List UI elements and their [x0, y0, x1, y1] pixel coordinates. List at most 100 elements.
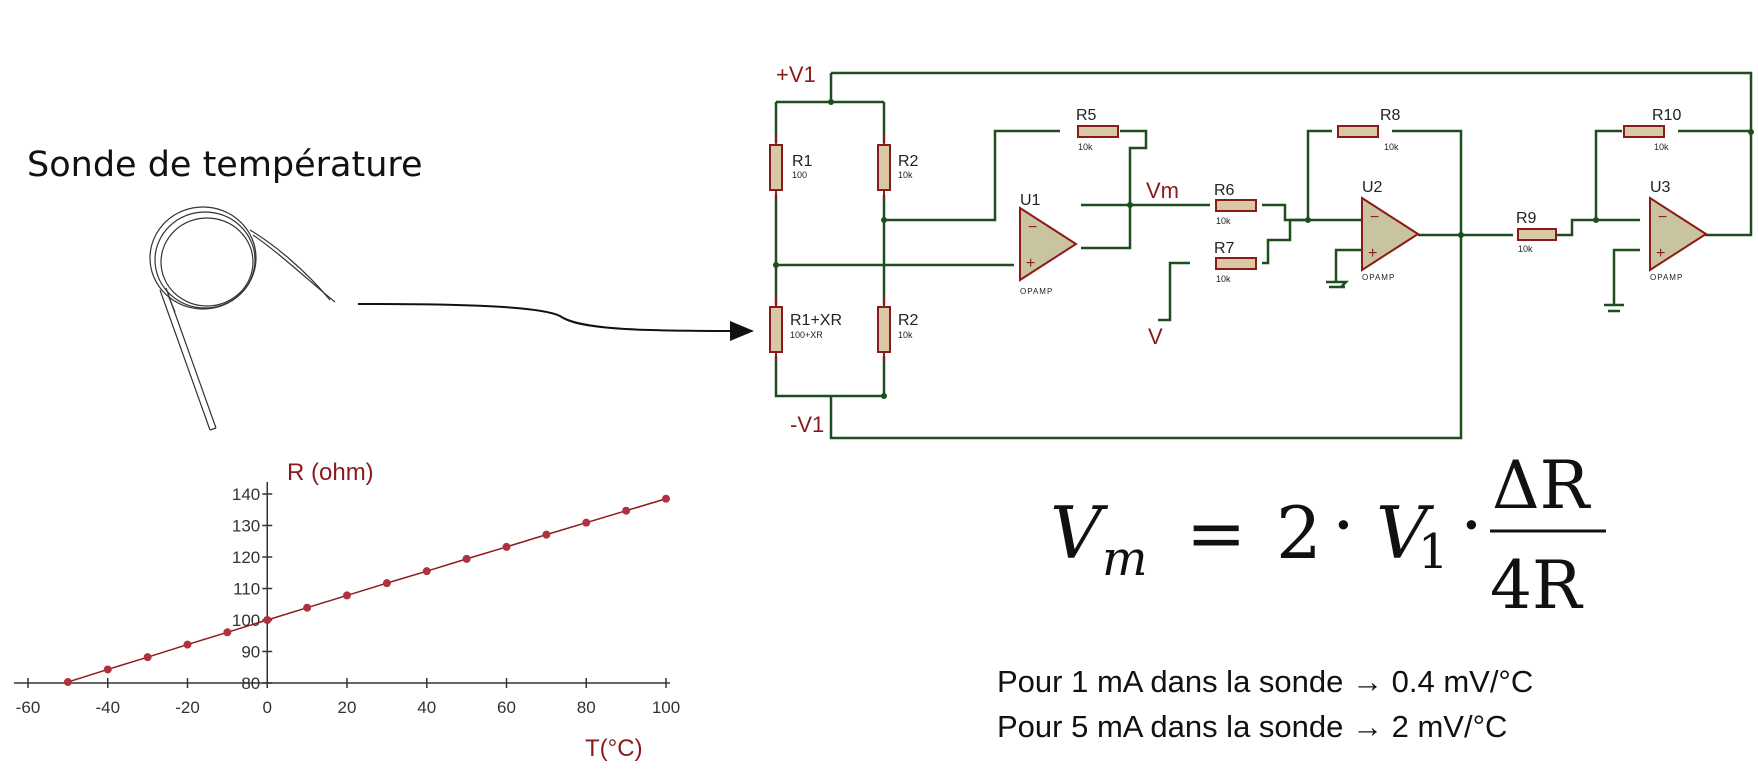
chart-point: [422, 567, 431, 576]
net-label-v: V: [1148, 324, 1163, 349]
formula-v-sub: 1: [1418, 524, 1449, 580]
svg-text:R2: R2: [898, 153, 919, 170]
chart-point: [343, 591, 351, 600]
probe-title: Sonde de température: [27, 145, 423, 185]
svg-text:−: −: [1028, 219, 1037, 236]
formula-equals: =: [1186, 491, 1246, 575]
opamp-u1: − + U1 OPAMP: [1019, 192, 1078, 296]
probe-arrow: [357, 303, 754, 341]
formula-lhs-sub: m: [1102, 531, 1148, 587]
svg-text:−: −: [1370, 209, 1379, 226]
resistor-r2-top: R2 10k: [877, 133, 919, 200]
svg-text:R2: R2: [898, 312, 919, 329]
resistor-r9: R9 10k: [1516, 210, 1557, 254]
svg-text:+: +: [1368, 245, 1377, 262]
svg-text:10k: 10k: [1518, 244, 1533, 254]
note-5ma: Pour 5 mA dans la sonde → 2 mV/°C: [997, 709, 1507, 744]
net-label-vm: Vm: [1146, 178, 1179, 203]
svg-text:R1: R1: [792, 153, 813, 170]
svg-text:100+XR: 100+XR: [790, 330, 823, 340]
chart-y-tick-label: 80: [241, 674, 260, 693]
svg-text:U3: U3: [1650, 179, 1671, 196]
chart-point: [303, 603, 312, 612]
chart-point: [63, 678, 72, 687]
svg-text:R8: R8: [1380, 107, 1401, 124]
formula-numerator: ΔR: [1492, 447, 1592, 524]
chart-axes: [14, 482, 670, 684]
schematic-wires: [774, 71, 1753, 440]
chart-point: [183, 640, 192, 649]
svg-text:R5: R5: [1076, 107, 1097, 124]
chart-y-tick-label: 130: [232, 517, 260, 536]
formula-denominator: 4R: [1490, 547, 1584, 624]
formula-coef: 2: [1276, 491, 1322, 575]
formula-v: V: [1376, 491, 1435, 575]
chart-ylabel: R (ohm): [287, 459, 374, 486]
chart-point: [502, 542, 511, 551]
svg-text:OPAMP: OPAMP: [1650, 273, 1683, 282]
temperature-probe-icon: [149, 206, 336, 431]
chart-point: [103, 665, 112, 674]
chart-point: [662, 494, 670, 503]
svg-text:R6: R6: [1214, 182, 1235, 199]
svg-text:10k: 10k: [1216, 274, 1231, 284]
opamp-u3: − + U3 OPAMP: [1649, 179, 1708, 282]
svg-text:·: ·: [1460, 483, 1483, 567]
resistor-r2-bottom: R2 10k: [877, 296, 919, 362]
chart-point: [462, 554, 471, 563]
circuit-schematic: R1 100 R2 10k R1+XR 100+XR R2 10k R5: [769, 62, 1754, 440]
schematic-junctions: [773, 99, 1754, 399]
chart-y-tick-label: 90: [241, 643, 260, 662]
chart-point: [542, 530, 551, 539]
svg-text:+: +: [1026, 255, 1035, 272]
chart-series: [63, 494, 670, 687]
chart-x-tick-label: 100: [652, 698, 680, 717]
chart-point: [223, 628, 232, 637]
chart-x-tick-label: 0: [263, 698, 272, 717]
svg-text:R7: R7: [1214, 240, 1235, 257]
svg-text:10k: 10k: [1078, 142, 1093, 152]
chart-point: [382, 579, 391, 588]
chart-x-tick-label: -60: [16, 698, 41, 717]
net-label-neg-supply: -V1: [790, 412, 824, 437]
svg-text:−: −: [1658, 209, 1667, 226]
resistor-r7: R7 10k: [1214, 240, 1257, 284]
formula: V m = 2 · V 1 · ΔR 4R: [1050, 447, 1606, 624]
chart-point: [263, 616, 272, 624]
resistor-r1: R1 100: [769, 133, 813, 200]
chart-x-tick-label: -40: [95, 698, 120, 717]
resistor-r8: R8 10k: [1337, 107, 1401, 152]
formula-lhs: V: [1050, 491, 1109, 575]
svg-text:100: 100: [792, 170, 807, 180]
resistor-r6: R6 10k: [1214, 182, 1257, 226]
svg-text:OPAMP: OPAMP: [1362, 273, 1395, 282]
svg-text:R9: R9: [1516, 210, 1537, 227]
svg-text:+: +: [1656, 245, 1665, 262]
svg-text:R1+XR: R1+XR: [790, 312, 842, 329]
chart-x-tick-label: 60: [497, 698, 516, 717]
net-label-pos-supply: +V1: [776, 62, 816, 87]
chart-point: [622, 506, 631, 515]
resistor-r5: R5 10k: [1076, 107, 1119, 152]
svg-text:10k: 10k: [898, 330, 913, 340]
chart-x-tick-label: 80: [577, 698, 596, 717]
chart-y-tick-label: 100: [232, 611, 260, 630]
svg-text:10k: 10k: [1384, 142, 1399, 152]
opamp-u2: − + U2 OPAMP: [1361, 179, 1420, 282]
chart-x-tick-label: 20: [338, 698, 357, 717]
note-1ma: Pour 1 mA dans la sonde → 0.4 mV/°C: [997, 664, 1533, 699]
svg-text:10k: 10k: [1216, 216, 1231, 226]
chart-y-tick-label: 120: [232, 548, 260, 567]
svg-text:OPAMP: OPAMP: [1020, 287, 1053, 296]
chart-x-tick-label: 40: [417, 698, 436, 717]
resistor-r10: R10 10k: [1623, 107, 1681, 152]
chart-y-tick-label: 140: [232, 485, 260, 504]
resistor-r1-xr: R1+XR 100+XR: [769, 296, 842, 362]
svg-text:10k: 10k: [1654, 142, 1669, 152]
svg-text:U1: U1: [1020, 192, 1041, 209]
chart-series-line: [67, 498, 667, 683]
chart-xlabel: T(°C): [585, 735, 643, 762]
svg-text:R10: R10: [1652, 107, 1681, 124]
